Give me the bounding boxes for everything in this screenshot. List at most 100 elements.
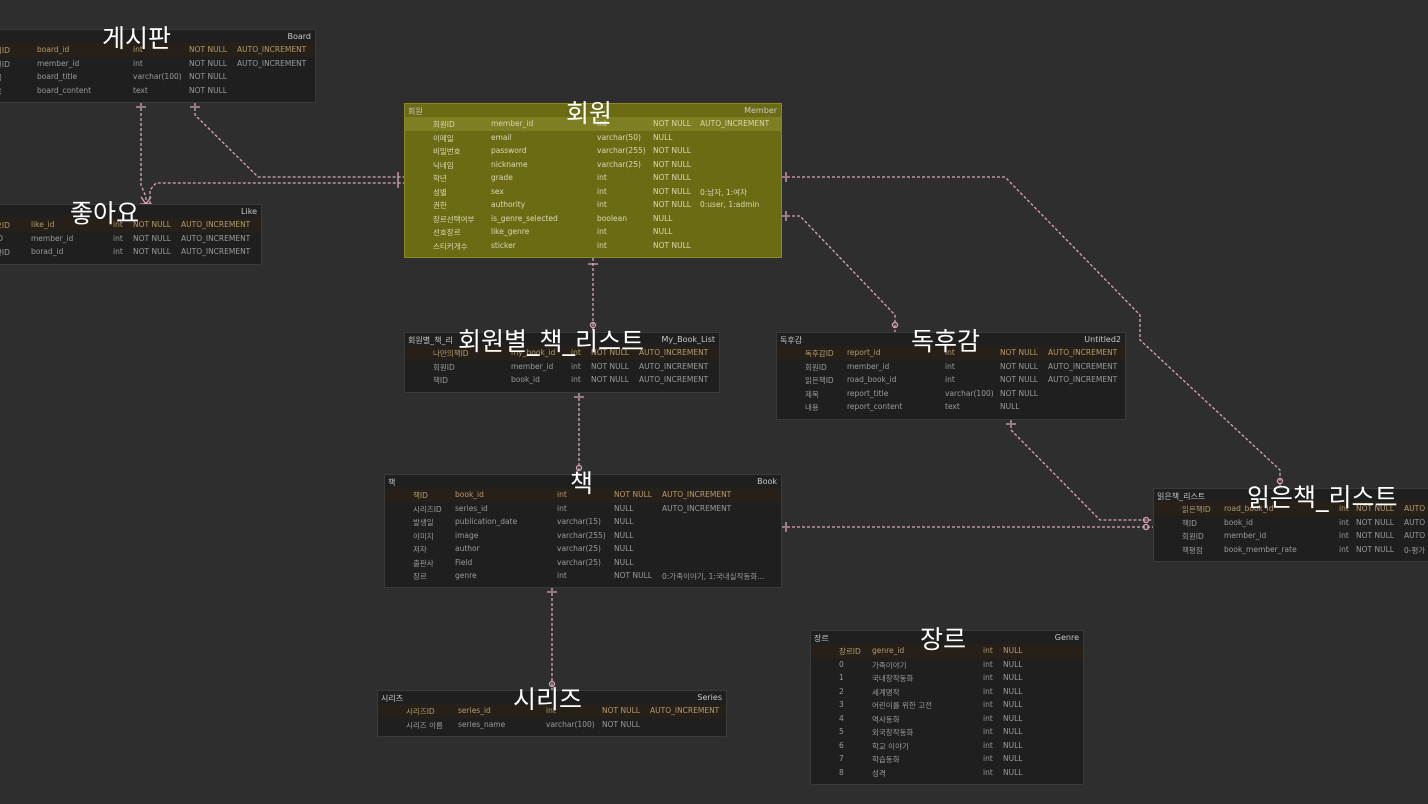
cell-col-3: NOT NULL [653, 146, 691, 155]
relation-member-readbook[interactable] [782, 176, 1281, 488]
cell-col-0: 8 [839, 767, 844, 777]
cell-col-2: int [597, 227, 607, 236]
cell-col-0: 이메일 [433, 133, 454, 143]
label-series: 시리즈 [513, 685, 583, 714]
cell-col-3: NOT NULL [133, 233, 171, 243]
label-my-book-list: 회원별_책_리스트 [458, 327, 645, 356]
relation-member-report[interactable] [782, 215, 896, 332]
cell-col-1: author [455, 544, 480, 553]
cell-col-2: int [571, 348, 581, 357]
cell-col-1: image [455, 530, 479, 540]
relation-report-readbook[interactable] [1010, 420, 1153, 521]
cell-col-3: NULL [1003, 659, 1023, 669]
cell-col-4: AUTO_INCREMENT [639, 375, 709, 384]
cell-col-3: NULL [1000, 402, 1020, 411]
cell-col-1: series_name [458, 719, 506, 729]
cell-col-2: boolean [597, 213, 627, 223]
cell-col-0: 회원ID [1182, 532, 1204, 541]
cell-col-2: varchar(100) [133, 72, 182, 81]
relation-board-member[interactable] [194, 103, 404, 178]
table-english-name: Board [287, 32, 311, 41]
cell-col-3: NULL [1003, 700, 1023, 709]
label-report: 독후감 [911, 327, 981, 356]
cell-col-0: 권한 [433, 201, 447, 210]
relation-board-like[interactable] [140, 103, 147, 204]
cell-col-2: varchar(25) [557, 544, 601, 553]
cell-col-0: 판ID [0, 248, 10, 257]
cell-col-1: report_title [847, 388, 889, 398]
cell-col-3: NOT NULL [653, 159, 691, 169]
cell-col-0: 학년 [433, 174, 447, 183]
table-header: Board [0, 30, 315, 43]
cell-col-1: my_book_id [511, 348, 556, 357]
cell-col-2: int [983, 646, 993, 655]
cell-col-3: NOT NULL [653, 173, 691, 182]
relation-like-member[interactable] [149, 182, 404, 204]
cell-col-3: NOT NULL [653, 240, 691, 250]
cell-col-1: member_id [37, 58, 80, 68]
cell-col-2: int [597, 186, 607, 196]
cell-col-3: NOT NULL [1000, 348, 1038, 357]
table-header: 읽은책_리스트 [1154, 489, 1428, 502]
cell-col-1: 학교 이야기 [872, 741, 909, 751]
